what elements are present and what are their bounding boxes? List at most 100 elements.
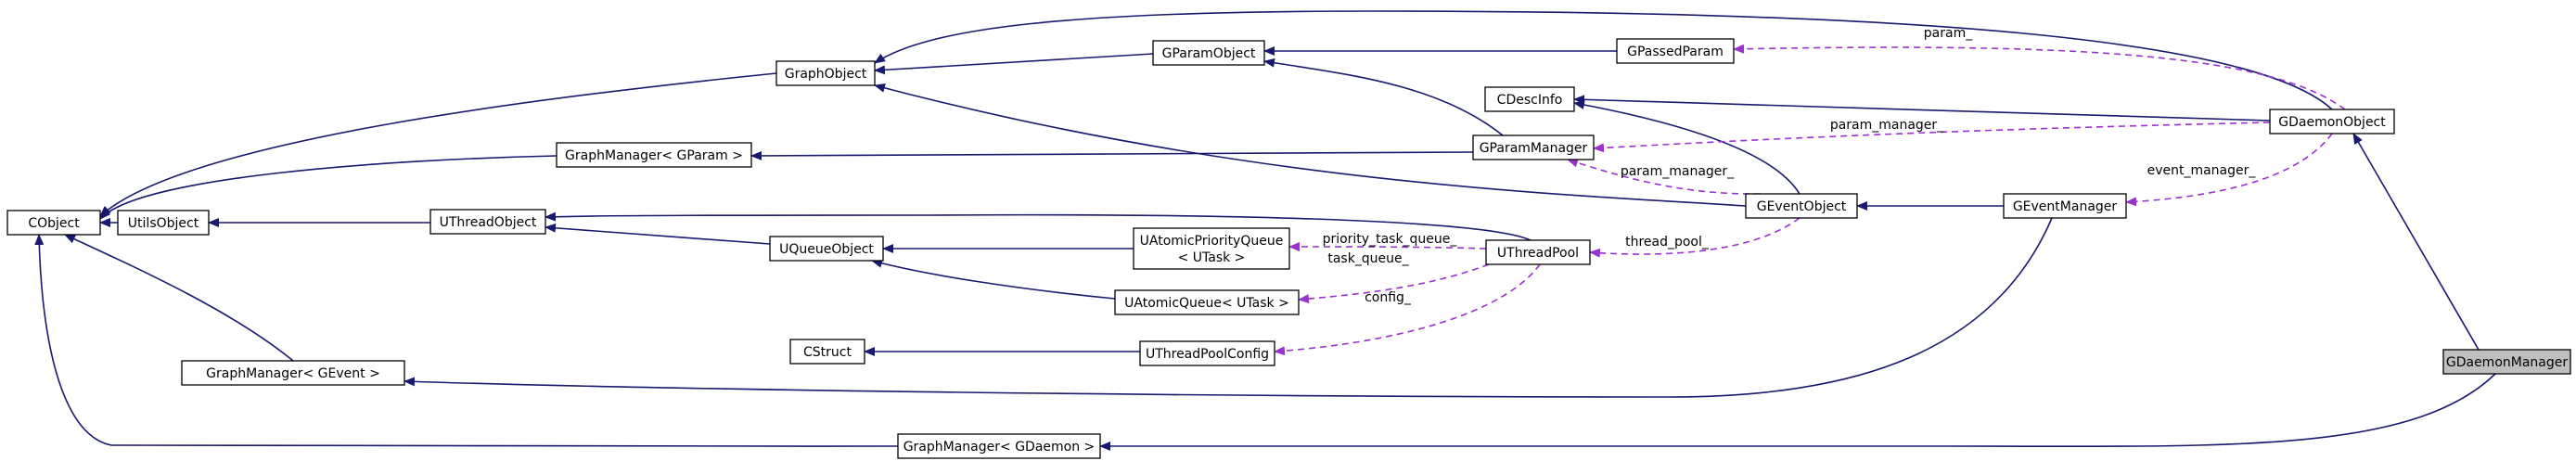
class-node-gdaemonmanager: GDaemonManager xyxy=(2442,349,2571,375)
class-node-label: UAtomicPriorityQueue xyxy=(1140,234,1284,249)
class-node-label: UThreadPoolConfig xyxy=(1146,347,1269,362)
class-node-box xyxy=(1472,134,1595,160)
edge-gparamobject-to-graphobject xyxy=(874,53,1154,75)
edge-gdaemonobject-to-cdescinfo xyxy=(1573,95,2271,122)
edge-gdaemonmanager-to-gdaemonobject xyxy=(2352,133,2480,351)
edge-label-uthreadpool-to-uthreadpoolconfig: config_ xyxy=(1365,290,1412,305)
edge-label-gdaemonobject-to-geventmanager: event_manager_ xyxy=(2147,163,2257,178)
class-node-label: CDescInfo xyxy=(1497,93,1563,108)
class-node-label: GraphObject xyxy=(785,67,867,82)
class-node-label: CObject xyxy=(28,216,80,231)
class-node-box xyxy=(1152,40,1265,66)
edge-label-gdaemonobject-to-gpassedparam: param_ xyxy=(1924,26,1973,41)
class-node-label: UThreadPool xyxy=(1497,246,1579,261)
class-node-label: UtilsObject xyxy=(128,216,199,231)
class-node-box xyxy=(6,210,101,236)
class-node-box xyxy=(117,210,210,236)
edge-label-geventobject-to-gparammanager: param_manager_ xyxy=(1621,164,1735,179)
class-node-gdaemonobject[interactable]: GDaemonObject xyxy=(2269,109,2395,134)
edge-gparammanager-to-graphmanager_gparam xyxy=(750,150,1474,160)
class-node-label: GEventObject xyxy=(1757,199,1847,214)
class-node-graphmanager_gevent[interactable]: GraphManager< GEvent > xyxy=(181,360,405,386)
class-node-label: GraphManager< GDaemon > xyxy=(904,440,1096,455)
class-node-box xyxy=(2442,349,2571,375)
class-node-gparammanager[interactable]: GParamManager xyxy=(1472,134,1595,160)
class-node-label: GDaemonObject xyxy=(2278,115,2386,130)
edges-layer xyxy=(34,10,2496,451)
class-node-uatomicqueue[interactable]: UAtomicQueue< UTask > xyxy=(1114,289,1300,315)
class-node-gpassedparam[interactable]: GPassedParam xyxy=(1616,38,1735,64)
edge-geventobject-to-graphobject xyxy=(874,83,1747,207)
class-node-uthreadpoolconfig[interactable]: UThreadPoolConfig xyxy=(1139,340,1275,366)
class-node-label: GraphManager< GParam > xyxy=(565,148,743,163)
class-node-uthreadpool[interactable]: UThreadPool xyxy=(1485,239,1591,265)
class-node-uatomicpriorityqueue[interactable]: UAtomicPriorityQueue< UTask > xyxy=(1133,227,1290,270)
edge-gdaemonobject-to-gpassedparam xyxy=(1733,44,2346,110)
edge-label-gdaemonobject-to-gparammanager: param_manager_ xyxy=(1830,118,1944,133)
class-node-cstruct[interactable]: CStruct xyxy=(789,339,865,365)
class-node-box xyxy=(1484,86,1575,112)
edge-gdaemonobject-to-graphobject xyxy=(874,10,2333,110)
edge-geventobject-to-gparammanager xyxy=(1567,158,1762,195)
class-node-utilsobject[interactable]: UtilsObject xyxy=(117,210,210,236)
edge-geventobject-to-cdescinfo xyxy=(1573,100,1801,195)
class-node-box xyxy=(1133,227,1290,270)
edge-gdaemonmanager-to-graphmanager_gdaemon xyxy=(1099,373,2496,451)
class-node-cobject[interactable]: CObject xyxy=(6,210,101,236)
class-node-box xyxy=(1485,239,1591,265)
class-node-box xyxy=(1616,38,1735,64)
class-node-geventobject[interactable]: GEventObject xyxy=(1745,193,1858,219)
class-node-label: GraphManager< GEvent > xyxy=(206,366,380,381)
edge-uthreadpool-to-uthreadobject xyxy=(545,211,1532,241)
edge-gdaemonobject-to-gparammanager xyxy=(1593,122,2271,153)
class-node-graphmanager_gdaemon[interactable]: GraphManager< GDaemon > xyxy=(897,433,1101,459)
class-node-box xyxy=(181,360,405,386)
class-node-box xyxy=(2269,109,2395,134)
edge-geventmanager-to-graphmanager_gevent xyxy=(404,217,2053,398)
class-node-label: CStruct xyxy=(803,345,852,360)
edge-gdaemonobject-to-geventmanager xyxy=(2125,133,2333,207)
edge-label-uthreadpool-to-uatomicpriorityqueue: priority_task_queue_ xyxy=(1323,232,1458,247)
class-node-graphmanager_gparam[interactable]: GraphManager< GParam > xyxy=(556,142,752,168)
class-node-label: GDaemonManager xyxy=(2446,355,2569,370)
edge-label-uthreadpool-to-uatomicqueue: task_queue_ xyxy=(1327,251,1409,266)
class-node-uqueueobject[interactable]: UQueueObject xyxy=(769,236,884,262)
class-node-label: UThreadObject xyxy=(440,215,537,230)
class-node-label: UQueueObject xyxy=(779,242,874,257)
edge-geventobject-to-uthreadpool xyxy=(1589,217,1801,258)
edge-gparammanager-to-gparamobject xyxy=(1263,58,1504,136)
edge-labels-layer: param_ param_manager_ param_manager_ event_… xyxy=(1323,26,2257,305)
class-node-label: GPassedParam xyxy=(1627,45,1724,59)
edge-uthreadpool-to-uthreadpoolconfig xyxy=(1274,263,1541,356)
class-node-box xyxy=(1745,193,1858,219)
edge-graphmanager_gdaemon-to-cobject xyxy=(34,234,899,448)
class-node-box xyxy=(556,142,752,168)
class-node-uthreadobject[interactable]: UThreadObject xyxy=(429,209,546,235)
nodes-layer: CObject UtilsObject GraphObject GParamObjec… xyxy=(6,38,2571,459)
class-node-graphobject[interactable]: GraphObject xyxy=(775,60,876,86)
class-node-label: < UTask > xyxy=(1178,250,1246,265)
class-node-box xyxy=(1139,340,1275,366)
edge-graphmanager_gparam-to-cobject xyxy=(99,155,557,220)
class-node-label: GParamManager xyxy=(1480,141,1588,156)
class-node-label: GParamObject xyxy=(1162,46,1256,61)
class-node-label: UAtomicQueue< UTask > xyxy=(1124,296,1289,311)
edge-graphmanager_gevent-to-cobject xyxy=(64,234,294,362)
class-node-geventmanager[interactable]: GEventManager xyxy=(2003,193,2127,219)
class-node-box xyxy=(429,209,546,235)
class-node-box xyxy=(769,236,884,262)
edge-uatomicqueue-to-uqueueobject xyxy=(871,259,1116,300)
class-node-cdescinfo[interactable]: CDescInfo xyxy=(1484,86,1575,112)
class-node-box xyxy=(775,60,876,86)
edge-label-geventobject-to-uthreadpool: thread_pool_ xyxy=(1625,235,1710,250)
class-node-box xyxy=(1114,289,1300,315)
class-node-gparamobject[interactable]: GParamObject xyxy=(1152,40,1265,66)
class-node-label: GEventManager xyxy=(2013,199,2118,214)
edge-uqueueobject-to-uthreadobject xyxy=(545,223,771,245)
class-node-box xyxy=(2003,193,2127,219)
edge-graphobject-to-cobject xyxy=(99,72,777,217)
class-node-box xyxy=(789,339,865,365)
class-node-box xyxy=(897,433,1101,459)
edge-uthreadpool-to-uatomicqueue xyxy=(1298,263,1490,304)
